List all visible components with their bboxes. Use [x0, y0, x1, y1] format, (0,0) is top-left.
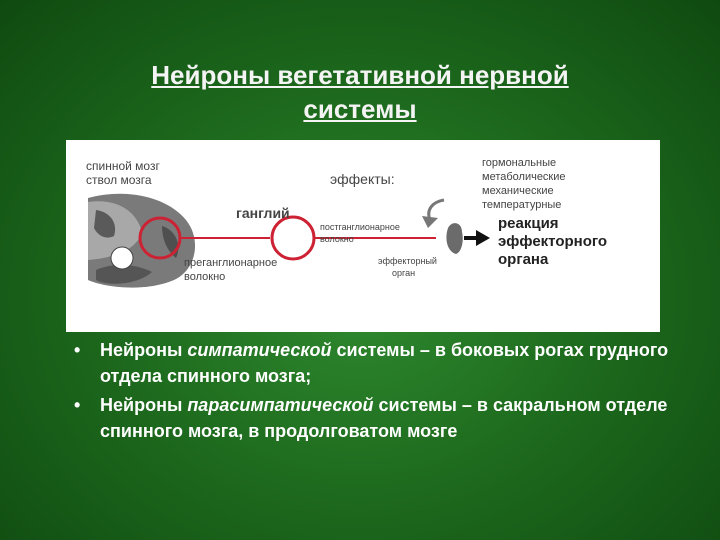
- label-effect-type-3: механические: [482, 185, 554, 197]
- title-line-1: Нейроны вегетативной нервной: [60, 58, 660, 92]
- diagram-svg: спинной мозг ствол мозга ганглий эффекты…: [66, 140, 660, 332]
- bullet-item: Нейроны парасимпатической системы – в са…: [70, 392, 690, 444]
- slide-title: Нейроны вегетативной нервной системы: [60, 58, 660, 126]
- label-reaction-1: реакция: [498, 215, 559, 232]
- bullet-item: Нейроны симпатической системы – в боковы…: [70, 337, 690, 389]
- title-line-2: системы: [60, 92, 660, 126]
- neuron-diagram: спинной мозг ствол мозга ганглий эффекты…: [66, 140, 660, 332]
- label-reaction-3: органа: [498, 251, 549, 268]
- bullet-2-pre: Нейроны: [100, 395, 187, 415]
- label-preganglionic-2: волокно: [184, 271, 225, 283]
- label-effect-type-2: метаболические: [482, 171, 566, 183]
- effects-arrowhead: [422, 216, 438, 228]
- ganglion-neuron-body: [272, 217, 314, 259]
- label-effector-organ-1: эффекторный: [378, 256, 437, 266]
- bullet-1-em: симпатической: [187, 340, 331, 360]
- label-postganglionic-1: постганглионарное: [320, 222, 400, 232]
- label-spinal-cord: спинной мозг: [86, 159, 160, 173]
- label-effect-type-4: температурные: [482, 199, 561, 211]
- label-reaction-2: эффекторного: [498, 233, 607, 250]
- label-ganglion: ганглий: [236, 205, 290, 221]
- label-postganglionic-2: волокно: [320, 234, 354, 244]
- bullet-list: Нейроны симпатической системы – в боковы…: [70, 334, 690, 444]
- label-brain-stem: ствол мозга: [86, 173, 152, 187]
- label-effects: эффекты:: [330, 171, 395, 187]
- effects-arrow: [429, 200, 444, 220]
- reaction-arrowhead: [476, 230, 490, 246]
- bullet-1-pre: Нейроны: [100, 340, 187, 360]
- label-effector-organ-2: орган: [392, 268, 415, 278]
- effector-organ-shape: [446, 223, 462, 254]
- label-preganglionic-1: преганглионарное: [184, 257, 277, 269]
- bullet-2-em: парасимпатической: [187, 395, 373, 415]
- label-effect-type-1: гормональные: [482, 157, 556, 169]
